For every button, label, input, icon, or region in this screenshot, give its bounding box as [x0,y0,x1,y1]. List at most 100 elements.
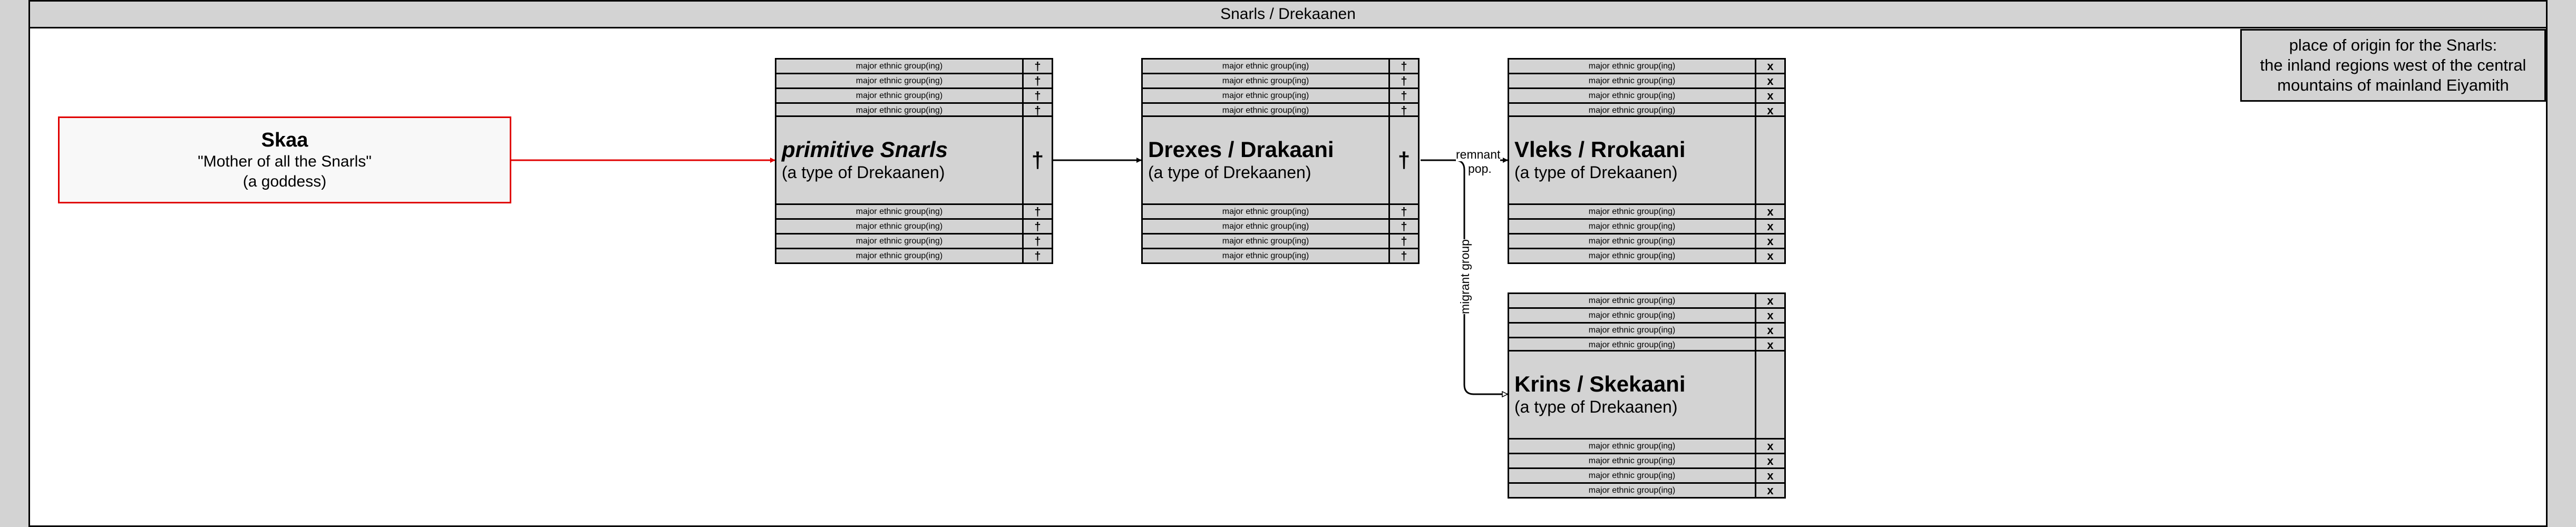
ethnic-group-label: major ethnic group(ing) [1508,218,1756,235]
ethnic-group-label: major ethnic group(ing) [1141,203,1390,220]
ethnic-group-label: major ethnic group(ing) [1141,218,1390,235]
ethnic-group-mark: † [1388,233,1420,249]
primitive-status-mark: † [1022,117,1052,203]
ethnic-group-row[interactable]: major ethnic group(ing)x [1508,87,1786,104]
ethnic-group-label: major ethnic group(ing) [1508,73,1756,89]
ethnic-group-label: major ethnic group(ing) [1141,248,1390,264]
ethnic-group-row[interactable]: major ethnic group(ing)† [1141,73,1420,89]
krins-text: Krins / Skekaani(a type of Drekaanen) [1514,352,1686,438]
ethnic-group-label: major ethnic group(ing) [1508,233,1756,249]
ethnic-group-mark: † [1022,248,1053,264]
ethnic-group-mark: x [1755,482,1786,499]
ethnic-group-label: major ethnic group(ing) [1508,58,1756,74]
ethnic-group-row[interactable]: major ethnic group(ing)† [1141,58,1420,74]
ethnic-group-mark: † [1388,218,1420,235]
ethnic-group-mark: † [1022,58,1053,74]
edge-label-pop: pop. [1468,162,1492,175]
skaa-name: Skaa [261,129,308,151]
ethnic-group-row[interactable]: major ethnic group(ing)† [1141,87,1420,104]
ethnic-group-mark: x [1755,453,1786,469]
ethnic-group-mark: x [1755,292,1786,309]
ethnic-group-mark: x [1755,467,1786,484]
ethnic-group-mark: x [1755,248,1786,264]
krins-status-mark [1755,352,1784,438]
ethnic-group-mark: x [1755,218,1786,235]
ethnic-group-mark: x [1755,322,1786,338]
ethnic-group-row[interactable]: major ethnic group(ing)† [775,87,1053,104]
ethnic-group-label: major ethnic group(ing) [1508,322,1756,338]
ethnic-group-mark: † [1388,203,1420,220]
ethnic-group-row[interactable]: major ethnic group(ing)† [775,73,1053,89]
ethnic-group-mark: x [1755,73,1786,89]
ethnic-group-label: major ethnic group(ing) [1141,58,1390,74]
krins-type: (a type of Drekaanen) [1514,397,1678,416]
ethnic-group-label: major ethnic group(ing) [1508,467,1756,484]
ethnic-group-label: major ethnic group(ing) [1508,203,1756,220]
ethnic-group-row[interactable]: major ethnic group(ing)† [775,218,1053,235]
ethnic-group-label: major ethnic group(ing) [1508,307,1756,324]
drexes-name: Drexes / Drakaani [1148,137,1334,162]
ethnic-group-label: major ethnic group(ing) [775,233,1024,249]
ethnic-group-mark: † [1022,233,1053,249]
ethnic-group-label: major ethnic group(ing) [775,73,1024,89]
ethnic-group-label: major ethnic group(ing) [1508,438,1756,454]
vleks-name: Vleks / Rrokaani [1514,137,1686,162]
ethnic-group-row[interactable]: major ethnic group(ing)† [1141,233,1420,249]
ethnic-group-mark: † [1022,73,1053,89]
ethnic-group-row[interactable]: major ethnic group(ing)† [1141,218,1420,235]
edge-label-migrant: migrant group [1457,239,1472,314]
ethnic-group-row[interactable]: major ethnic group(ing)† [775,248,1053,264]
ethnic-group-row[interactable]: major ethnic group(ing)x [1508,218,1786,235]
origin-note: place of origin for the Snarls: the inla… [2240,29,2546,102]
primitive-type: (a type of Drekaanen) [782,163,945,182]
ethnic-group-label: major ethnic group(ing) [775,58,1024,74]
ethnic-group-row[interactable]: major ethnic group(ing)x [1508,322,1786,338]
ethnic-group-row[interactable]: major ethnic group(ing)† [1141,203,1420,220]
drexes-type: (a type of Drekaanen) [1148,163,1311,182]
krins-name: Krins / Skekaani [1514,372,1686,396]
ethnic-group-row[interactable]: major ethnic group(ing)x [1508,203,1786,220]
ethnic-group-mark: x [1755,87,1786,104]
ethnic-group-label: major ethnic group(ing) [1141,87,1390,104]
ethnic-group-row[interactable]: major ethnic group(ing)† [1141,248,1420,264]
drexes-text: Drexes / Drakaani(a type of Drekaanen) [1148,117,1334,203]
krins-node[interactable]: Krins / Skekaani(a type of Drekaanen) [1508,350,1786,440]
ethnic-group-row[interactable]: major ethnic group(ing)x [1508,438,1786,454]
ethnic-group-mark: x [1755,438,1786,454]
ethnic-group-mark: x [1755,58,1786,74]
origin-line-1: place of origin for the Snarls: [2289,36,2497,54]
drexes-node[interactable]: Drexes / Drakaani(a type of Drekaanen)† [1141,115,1420,205]
ethnic-group-row[interactable]: major ethnic group(ing)x [1508,58,1786,74]
ethnic-group-mark: † [1022,203,1053,220]
vleks-type: (a type of Drekaanen) [1514,163,1678,182]
ethnic-group-row[interactable]: major ethnic group(ing)x [1508,233,1786,249]
ethnic-group-label: major ethnic group(ing) [775,87,1024,104]
ethnic-group-mark: † [1388,73,1420,89]
primitive-text: primitive Snarls(a type of Drekaanen) [782,117,948,203]
skaa-node[interactable]: Skaa "Mother of all the Snarls" (a godde… [58,116,511,203]
ethnic-group-row[interactable]: major ethnic group(ing)x [1508,292,1786,309]
origin-line-2: the inland regions west of the central [2260,56,2526,74]
ethnic-group-label: major ethnic group(ing) [1508,292,1756,309]
ethnic-group-label: major ethnic group(ing) [1141,73,1390,89]
ethnic-group-row[interactable]: major ethnic group(ing)x [1508,467,1786,484]
ethnic-group-row[interactable]: major ethnic group(ing)x [1508,482,1786,499]
ethnic-group-row[interactable]: major ethnic group(ing)x [1508,307,1786,324]
ethnic-group-mark: † [1022,218,1053,235]
primitive-node[interactable]: primitive Snarls(a type of Drekaanen) † [775,115,1053,205]
ethnic-group-row[interactable]: major ethnic group(ing)† [775,58,1053,74]
edge-label-remnant: remnant [1456,148,1501,161]
ethnic-group-row[interactable]: major ethnic group(ing)x [1508,248,1786,264]
ethnic-group-row[interactable]: major ethnic group(ing)x [1508,453,1786,469]
vleks-node[interactable]: Vleks / Rrokaani(a type of Drekaanen) [1508,115,1786,205]
ethnic-group-label: major ethnic group(ing) [775,203,1024,220]
skaa-subtitle: "Mother of all the Snarls" [198,152,372,170]
ethnic-group-row[interactable]: major ethnic group(ing)† [775,233,1053,249]
ethnic-group-row[interactable]: major ethnic group(ing)† [775,203,1053,220]
skaa-note: (a goddess) [242,172,327,190]
diagram-title: Snarls / Drekaanen [28,0,2548,28]
ethnic-group-row[interactable]: major ethnic group(ing)x [1508,73,1786,89]
